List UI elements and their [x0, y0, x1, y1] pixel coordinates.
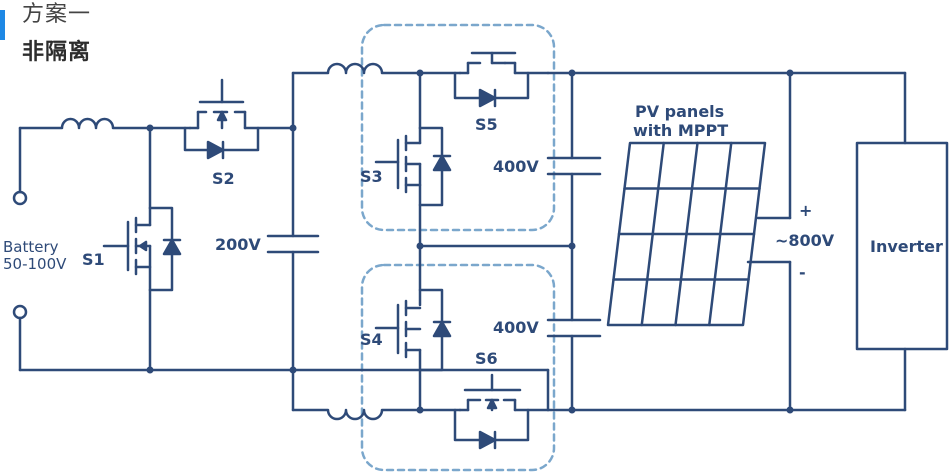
heading-line2: 非隔离	[22, 40, 92, 65]
switch-s2	[183, 78, 295, 160]
v400-top-label: 400V	[493, 157, 539, 176]
s6-label: S6	[475, 349, 498, 368]
battery-label: Battery	[3, 238, 59, 256]
pv-label-line2: with MPPT	[633, 121, 728, 140]
switch-s5	[453, 51, 550, 108]
inverter-box	[855, 141, 949, 351]
switch-s1	[102, 206, 182, 292]
minus-label: -	[799, 263, 806, 282]
v400-bottom-label: 400V	[493, 318, 539, 337]
heading-line1: 方案一	[22, 2, 92, 27]
inverter-label: Inverter	[870, 237, 943, 256]
pv-panel	[606, 141, 767, 327]
switch-s3	[374, 126, 452, 248]
s5-label: S5	[475, 115, 498, 134]
s3-label: S3	[360, 167, 383, 186]
battery-terminal-top	[12, 190, 28, 206]
inductor-lower	[291, 408, 462, 421]
heading-accent-bar	[0, 10, 5, 40]
v800-label: ~800V	[775, 231, 835, 250]
dashed-box-bottom	[360, 263, 556, 472]
v200-label: 200V	[215, 235, 261, 254]
switch-s6	[453, 373, 550, 450]
inductor-left	[18, 117, 192, 130]
plus-label: +	[799, 201, 812, 220]
dashed-box-top	[360, 23, 556, 232]
battery-range-label: 50-100V	[3, 255, 67, 273]
inductor-upper	[291, 62, 462, 75]
s4-label: S4	[360, 330, 383, 349]
s2-label: S2	[212, 169, 235, 188]
s1-label: S1	[82, 250, 105, 269]
battery-terminal-bottom	[12, 304, 28, 320]
switch-s4	[374, 244, 452, 412]
pv-label-line1: PV panels	[635, 102, 724, 121]
